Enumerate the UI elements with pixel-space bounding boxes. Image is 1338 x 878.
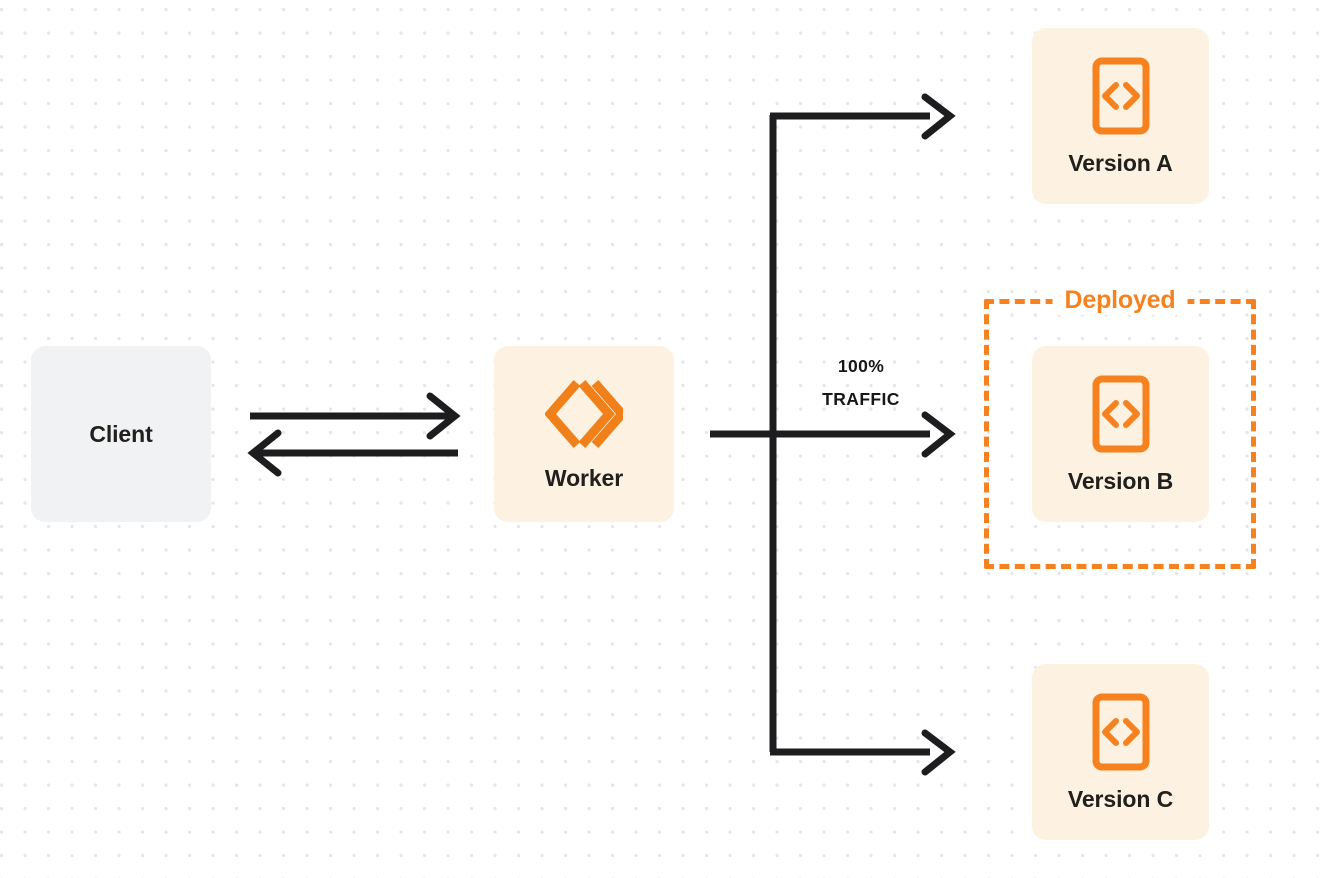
edge-branch-to-version-b	[921, 411, 956, 458]
node-worker-label: Worker	[544, 464, 624, 491]
code-file-icon	[1091, 56, 1151, 136]
deployed-group-boundary: Deployed	[984, 286, 1256, 569]
node-worker[interactable]: Worker	[494, 346, 674, 522]
edge-branch-to-version-c	[770, 729, 956, 776]
node-version-c-label: Version C	[1067, 785, 1174, 812]
code-file-icon	[1091, 692, 1151, 772]
edge-client-to-worker-forward	[250, 392, 461, 440]
edge-worker-to-branch-trunk	[710, 115, 930, 752]
code-file-icon	[1091, 374, 1151, 454]
deployed-group-label: Deployed	[1052, 286, 1188, 315]
cloudflare-workers-logo-icon	[544, 377, 628, 451]
node-client-label: Client	[89, 420, 153, 447]
node-client[interactable]: Client	[31, 346, 211, 522]
edge-branch-to-version-a	[770, 93, 956, 140]
traffic-percent: 100%	[837, 356, 885, 376]
node-version-c[interactable]: Version C	[1032, 664, 1209, 840]
node-version-a-label: Version A	[1068, 149, 1173, 176]
traffic-label: 100% TRAFFIC	[786, 350, 936, 416]
node-version-a[interactable]: Version A	[1032, 28, 1209, 204]
node-version-b[interactable]: Version B	[1032, 346, 1209, 522]
node-version-b-label: Version B	[1067, 467, 1174, 494]
edge-worker-to-client-return	[247, 429, 458, 477]
traffic-caption: TRAFFIC	[822, 389, 900, 409]
